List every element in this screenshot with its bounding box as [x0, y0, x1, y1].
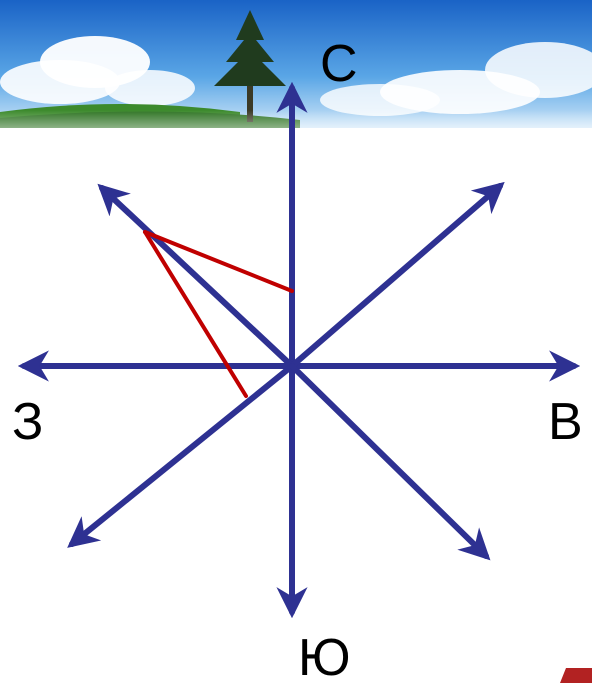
tree-icon: [214, 10, 286, 122]
eight-point-compass-rose-icon: [17, 81, 581, 619]
corner-mark-icon: [560, 668, 592, 683]
north-label: С: [320, 35, 358, 93]
sky-tree-banner-image: [0, 0, 592, 150]
highlight-line-to-southwest: [143, 230, 248, 398]
east-label: В: [548, 393, 583, 451]
highlight-line-to-north: [143, 230, 294, 293]
south-label: Ю: [298, 629, 351, 683]
southwest-arrow: [67, 363, 295, 548]
west-label: З: [12, 393, 44, 451]
northeast-arrow: [289, 181, 505, 369]
highlight-lines: [143, 230, 294, 398]
northwest-arrow: [97, 183, 295, 369]
southeast-arrow: [289, 363, 491, 561]
